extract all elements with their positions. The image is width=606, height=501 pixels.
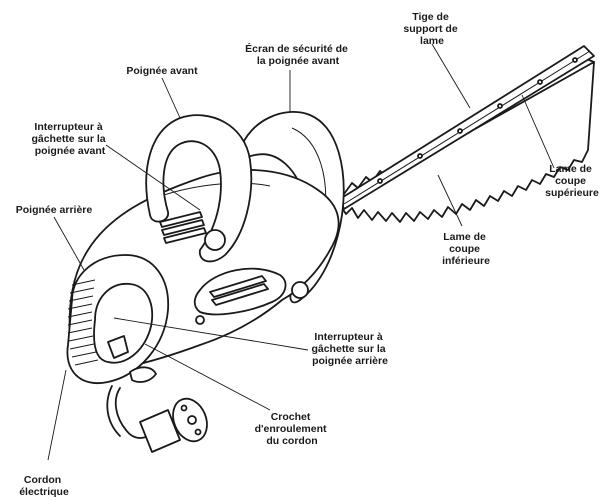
label-power-cord: Cordon électrique — [19, 474, 69, 498]
label-blade-support-rod: Tige de support de lame — [403, 11, 460, 47]
power-cord-drawing — [106, 385, 208, 453]
blade-rivets — [377, 57, 578, 184]
blade-assembly — [329, 45, 595, 223]
blade-teeth-lower — [339, 61, 595, 223]
leader-lines — [47, 43, 555, 461]
label-cord-hook: Crochet d'enroulement du cordon — [255, 411, 330, 447]
label-rear-trigger-switch: Interrupteur à gâchette sur la poignée a… — [311, 331, 388, 367]
motor-vents — [159, 211, 269, 306]
label-upper-blade: Lame de coupe supérieure — [545, 163, 599, 199]
label-lower-blade: Lame de coupe inférieure — [442, 231, 490, 267]
label-front-trigger-switch: Interrupteur à gâchette sur la poignée a… — [31, 121, 108, 157]
label-handle-guard: Écran de sécurité de la poignée avant — [245, 42, 351, 67]
label-front-handle: Poignée avant — [126, 65, 198, 77]
cord-hook — [129, 366, 157, 383]
rear-trigger — [107, 335, 129, 359]
front-handle — [145, 114, 253, 263]
rear-handle-grip-ribs — [67, 279, 99, 366]
rear-handle — [66, 254, 169, 385]
label-rear-handle: Poignée arrière — [16, 204, 93, 216]
